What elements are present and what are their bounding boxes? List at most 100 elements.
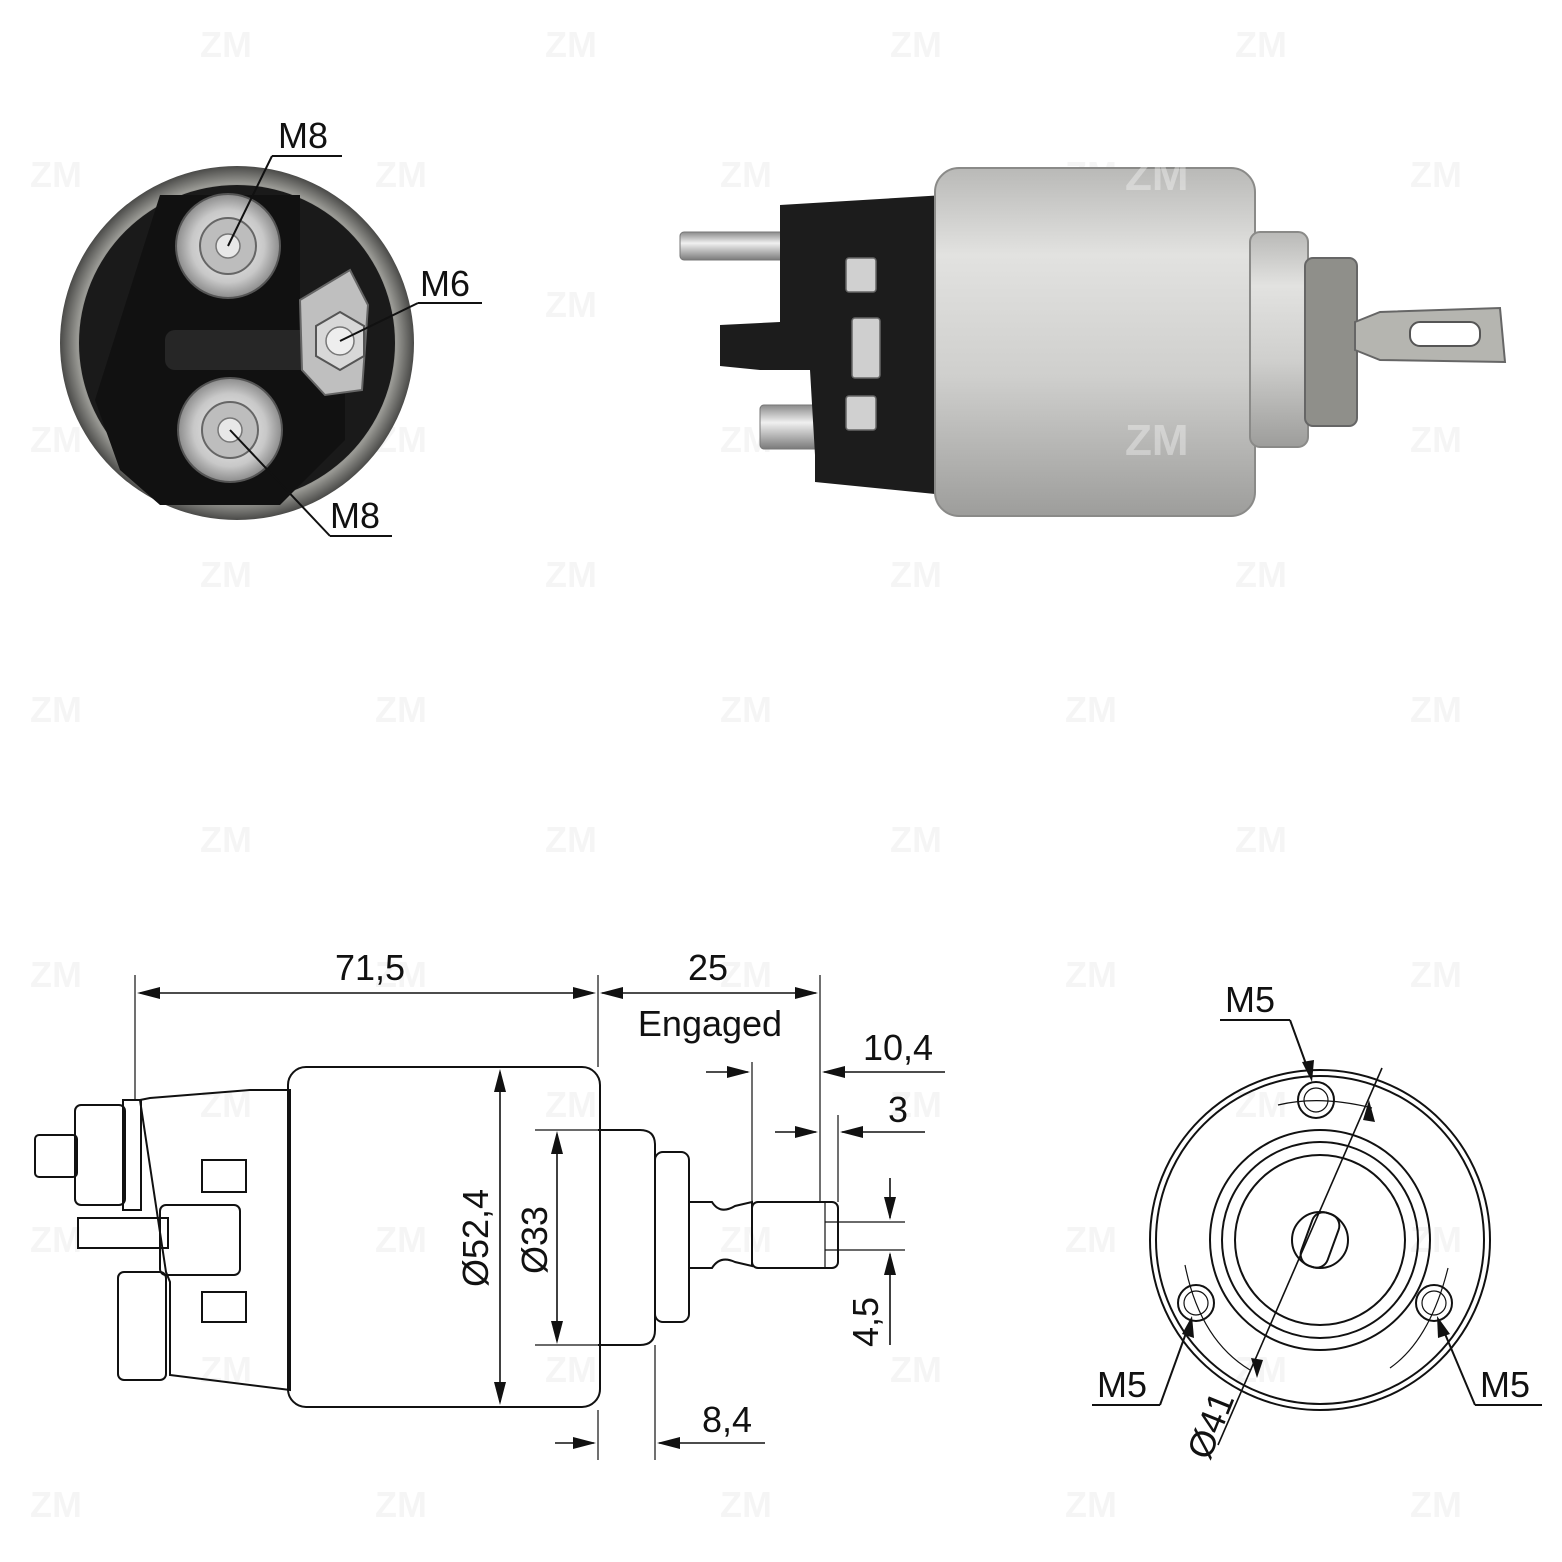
dim-label-10: 10,4	[863, 1027, 933, 1068]
drawing-fork	[751, 1201, 839, 1269]
watermark-text: ZM	[1065, 689, 1117, 730]
hole-right	[1415, 1284, 1453, 1322]
watermark-text: ZM	[200, 24, 252, 65]
end-rim-inner	[1155, 1075, 1485, 1405]
drawing-flange	[598, 1129, 656, 1346]
arrow-m5-top	[1302, 1060, 1314, 1082]
watermark-text: ZM	[375, 1219, 427, 1260]
watermark-text: ZM	[545, 1084, 597, 1125]
drawing-nut-middle	[159, 1204, 241, 1276]
drawing-spade-top	[201, 1159, 247, 1193]
arrow-45-top	[884, 1197, 896, 1220]
watermark-text: ZM	[30, 1219, 82, 1260]
arrow-71-right	[573, 987, 596, 999]
hole-left	[1177, 1284, 1215, 1322]
drawing-washer-top	[122, 1099, 142, 1211]
watermark-text: ZM	[30, 954, 82, 995]
bolt-circle-arc-left	[1184, 1264, 1251, 1371]
arrow-84-left	[573, 1437, 596, 1449]
drawing-plunger-ring	[654, 1151, 690, 1323]
watermark-text: ZM	[1410, 154, 1462, 195]
watermark-text: ZM	[1410, 954, 1462, 995]
arrow-41-top	[1363, 1100, 1375, 1122]
watermark-text: ZM	[720, 1484, 772, 1525]
watermark-text: ZM	[545, 554, 597, 595]
arrow-10-right	[822, 1066, 845, 1078]
watermark-text: ZM	[890, 819, 942, 860]
dim-label-524: Ø52,4	[455, 1189, 496, 1287]
label-m5-right: M5	[1480, 1364, 1530, 1405]
hole-top	[1297, 1081, 1335, 1119]
watermark-text: ZM	[30, 154, 82, 195]
dim-label-engaged: Engaged	[638, 1003, 782, 1044]
watermark-text: ZM	[1410, 419, 1462, 460]
watermark-text: ZM	[545, 284, 597, 325]
label-m5-top: M5	[1225, 979, 1275, 1020]
arrow-m5-right	[1437, 1316, 1450, 1338]
housing-watermark: ZM	[1125, 416, 1189, 465]
watermark-text: ZM	[1065, 1484, 1117, 1525]
label-m5-left: M5	[1097, 1364, 1147, 1405]
flange	[1249, 231, 1309, 448]
arrow-524-top	[494, 1069, 506, 1092]
watermark-text: ZM	[1235, 819, 1287, 860]
arrow-524-bottom	[494, 1382, 506, 1405]
drawing-side-view: 71,5 25 Engaged 10,4 3 4,5 Ø52,4	[34, 947, 945, 1460]
watermark-text: ZM	[200, 554, 252, 595]
end-flange-outer	[1209, 1129, 1431, 1351]
watermark-text: ZM	[375, 154, 427, 195]
arrow-10-left	[727, 1066, 750, 1078]
photo-side-view	[679, 167, 1507, 517]
label-m8-bottom: M8	[330, 495, 380, 536]
watermark-text: ZM	[1235, 24, 1287, 65]
stud-top	[679, 231, 791, 261]
watermark-text: ZM	[720, 689, 772, 730]
drawing-nut-top	[74, 1104, 126, 1206]
watermark-text: ZM	[375, 689, 427, 730]
watermark-text: ZM	[1410, 1484, 1462, 1525]
arrow-m5-left	[1182, 1316, 1194, 1338]
plastic-cap	[720, 195, 945, 495]
dim-label-33: Ø33	[514, 1206, 555, 1274]
watermark-text: ZM	[1235, 554, 1287, 595]
watermark-text: ZM	[30, 689, 82, 730]
watermark-text: ZM	[720, 154, 772, 195]
leader-m5-left	[1159, 1321, 1191, 1406]
dim-label-41: Ø41	[1179, 1386, 1243, 1464]
spade-bottom	[845, 395, 877, 431]
leader-m6	[339, 302, 419, 342]
leader-m5-right	[1439, 1321, 1476, 1406]
arrow-3-right	[840, 1126, 863, 1138]
end-shaft-slot	[1299, 1211, 1341, 1269]
watermark-text: ZM	[720, 1219, 772, 1260]
drawing-cap	[138, 1089, 291, 1392]
arrow-41-bottom	[1251, 1358, 1263, 1378]
end-plunger	[1234, 1154, 1406, 1326]
drawing-nut-bottom	[117, 1271, 167, 1381]
spade-top	[845, 257, 877, 293]
watermark-text: ZM	[30, 419, 82, 460]
dim-label-84: 8,4	[702, 1399, 752, 1440]
watermark-text: ZM	[1065, 1219, 1117, 1260]
watermark-text: ZM	[200, 819, 252, 860]
dim-label-71: 71,5	[335, 947, 405, 988]
arrow-45-bottom	[884, 1252, 896, 1275]
watermark-text: ZM	[1410, 689, 1462, 730]
drawing-tab	[77, 1217, 169, 1249]
watermark-text: ZM	[890, 24, 942, 65]
end-shaft	[1291, 1211, 1349, 1269]
watermark-text: ZM	[545, 1349, 597, 1390]
watermark-text: ZM	[30, 1484, 82, 1525]
watermark-text: ZM	[375, 1484, 427, 1525]
stud-bottom	[759, 404, 821, 450]
watermark-text: ZM	[1065, 954, 1117, 995]
label-m8-top: M8	[278, 115, 328, 156]
drawing-end-view: Ø41 M5 M5 M5	[1092, 979, 1542, 1465]
hex-nut-middle	[851, 317, 881, 379]
arrow-33-top	[551, 1131, 563, 1154]
arrow-3-left	[795, 1126, 818, 1138]
arrow-25-left	[600, 987, 623, 999]
arrow-71-left	[137, 987, 160, 999]
watermark-text: ZM	[545, 24, 597, 65]
